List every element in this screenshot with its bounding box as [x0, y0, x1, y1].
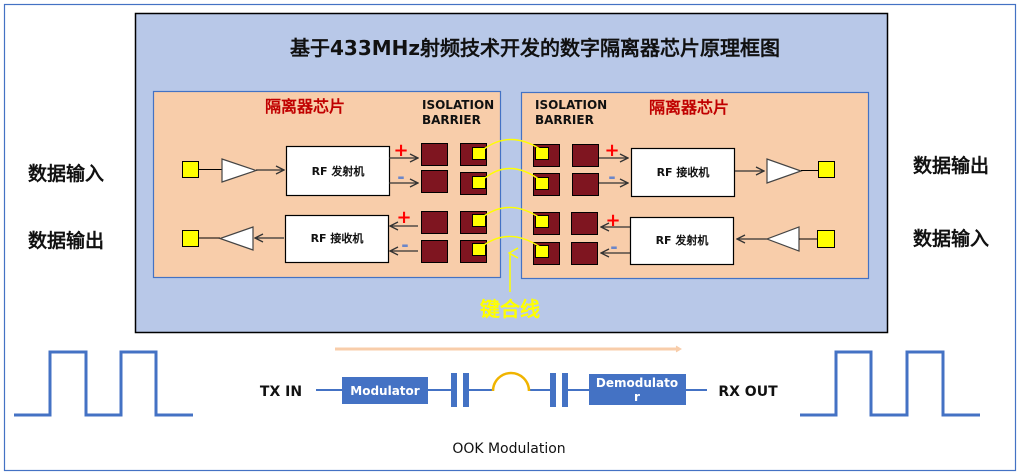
left-output-pad — [182, 230, 199, 247]
demodulator-label-line2: r — [634, 390, 640, 404]
bond-wire — [484, 167, 541, 181]
right-barrier-pad — [571, 242, 598, 265]
bond-wire-label: 键合线 — [480, 297, 540, 321]
tx-capacitor-icon — [451, 373, 457, 407]
right-barrier-pad — [572, 173, 599, 196]
demodulator-label-line1: Demodulato — [596, 376, 678, 390]
left-chip-title: 隔离器芯片 — [265, 97, 345, 116]
right-bond-pad-contact — [535, 215, 549, 228]
ook-modulation-caption: OOK Modulation — [452, 441, 565, 457]
left-rx-minus-sign: - — [401, 235, 408, 256]
left-rf-transmitter-block — [285, 145, 391, 197]
left-barrier-pad — [421, 143, 448, 166]
left-barrier-pad — [421, 240, 448, 263]
left-input-pad — [182, 161, 199, 178]
left-barrier-pad — [421, 170, 448, 193]
left-barrier-label-1: ISOLATION — [422, 98, 494, 112]
tx-input-waveform — [14, 350, 193, 417]
right-tx-plus-sign: + — [605, 210, 620, 231]
right-rx-plus-sign: + — [604, 140, 619, 161]
left-bond-pad-contact — [472, 243, 486, 256]
left-isolator-chip: 隔离器芯片 ISOLATION BARRIER RF 发射机 + - RF 接收… — [152, 90, 502, 279]
modulator-label: Modulator — [350, 384, 420, 398]
right-rx-minus-sign: - — [608, 167, 615, 188]
right-chip-title: 隔离器芯片 — [649, 98, 729, 117]
right-barrier-label-1: ISOLATION — [535, 98, 607, 112]
rx-output-waveform — [800, 350, 980, 417]
demodulator-block — [589, 374, 686, 405]
tx-in-label: TX IN — [260, 384, 302, 400]
left-rf-transmitter-label: RF 发射机 — [312, 164, 365, 178]
right-bond-pad-contact — [535, 147, 549, 160]
rx-capacitor-icon — [562, 373, 568, 407]
rx-capacitor-icon — [550, 373, 556, 407]
modulator-block — [342, 377, 428, 404]
left-rx-plus-sign: + — [396, 207, 411, 228]
left-data-output-label: 数据输出 — [28, 229, 104, 252]
right-rf-receiver-label: RF 接收机 — [657, 165, 710, 179]
right-rx-buffer-icon — [766, 158, 803, 184]
left-tx-minus-sign: - — [397, 167, 404, 188]
right-output-pad — [818, 161, 835, 178]
tx-capacitor-icon — [463, 373, 469, 407]
right-barrier-pad — [572, 144, 599, 167]
left-bond-pad-contact — [472, 147, 486, 160]
isolation-arc-icon — [491, 371, 531, 392]
right-data-input-label: 数据输入 — [913, 227, 989, 250]
left-barrier-pad — [421, 211, 448, 234]
left-data-input-label: 数据输入 — [28, 162, 104, 185]
left-barrier-label-2: BARRIER — [422, 113, 481, 127]
left-rf-receiver-label: RF 接收机 — [311, 231, 364, 245]
right-barrier-label-2: BARRIER — [535, 113, 594, 127]
right-rf-transmitter-block — [629, 216, 735, 266]
right-bond-pad-contact — [535, 245, 549, 258]
right-isolator-chip: 隔离器芯片 ISOLATION BARRIER + - RF 接收机 + - — [520, 91, 870, 280]
bond-wire — [483, 138, 541, 150]
right-bond-pad-contact — [535, 177, 549, 190]
left-rx-buffer-icon — [218, 226, 254, 251]
bond-wire — [483, 206, 541, 219]
left-rf-receiver-block — [284, 214, 390, 264]
right-rf-transmitter-label: RF 发射机 — [656, 233, 709, 247]
left-tx-buffer-icon — [221, 158, 258, 183]
bond-wires — [483, 138, 541, 248]
left-bond-pad-contact — [472, 214, 486, 227]
left-bond-pad-contact — [472, 176, 486, 189]
right-data-output-label: 数据输出 — [913, 154, 989, 177]
right-barrier-pad — [571, 212, 598, 235]
right-rf-receiver-block — [630, 147, 736, 198]
bond-wire — [483, 235, 541, 248]
left-tx-plus-sign: + — [393, 140, 408, 161]
right-tx-minus-sign: - — [610, 237, 617, 258]
right-input-pad — [817, 230, 835, 248]
rx-out-label: RX OUT — [718, 384, 778, 400]
diagram-title: 基于433MHz射频技术开发的数字隔离器芯片原理框图 — [290, 36, 780, 60]
